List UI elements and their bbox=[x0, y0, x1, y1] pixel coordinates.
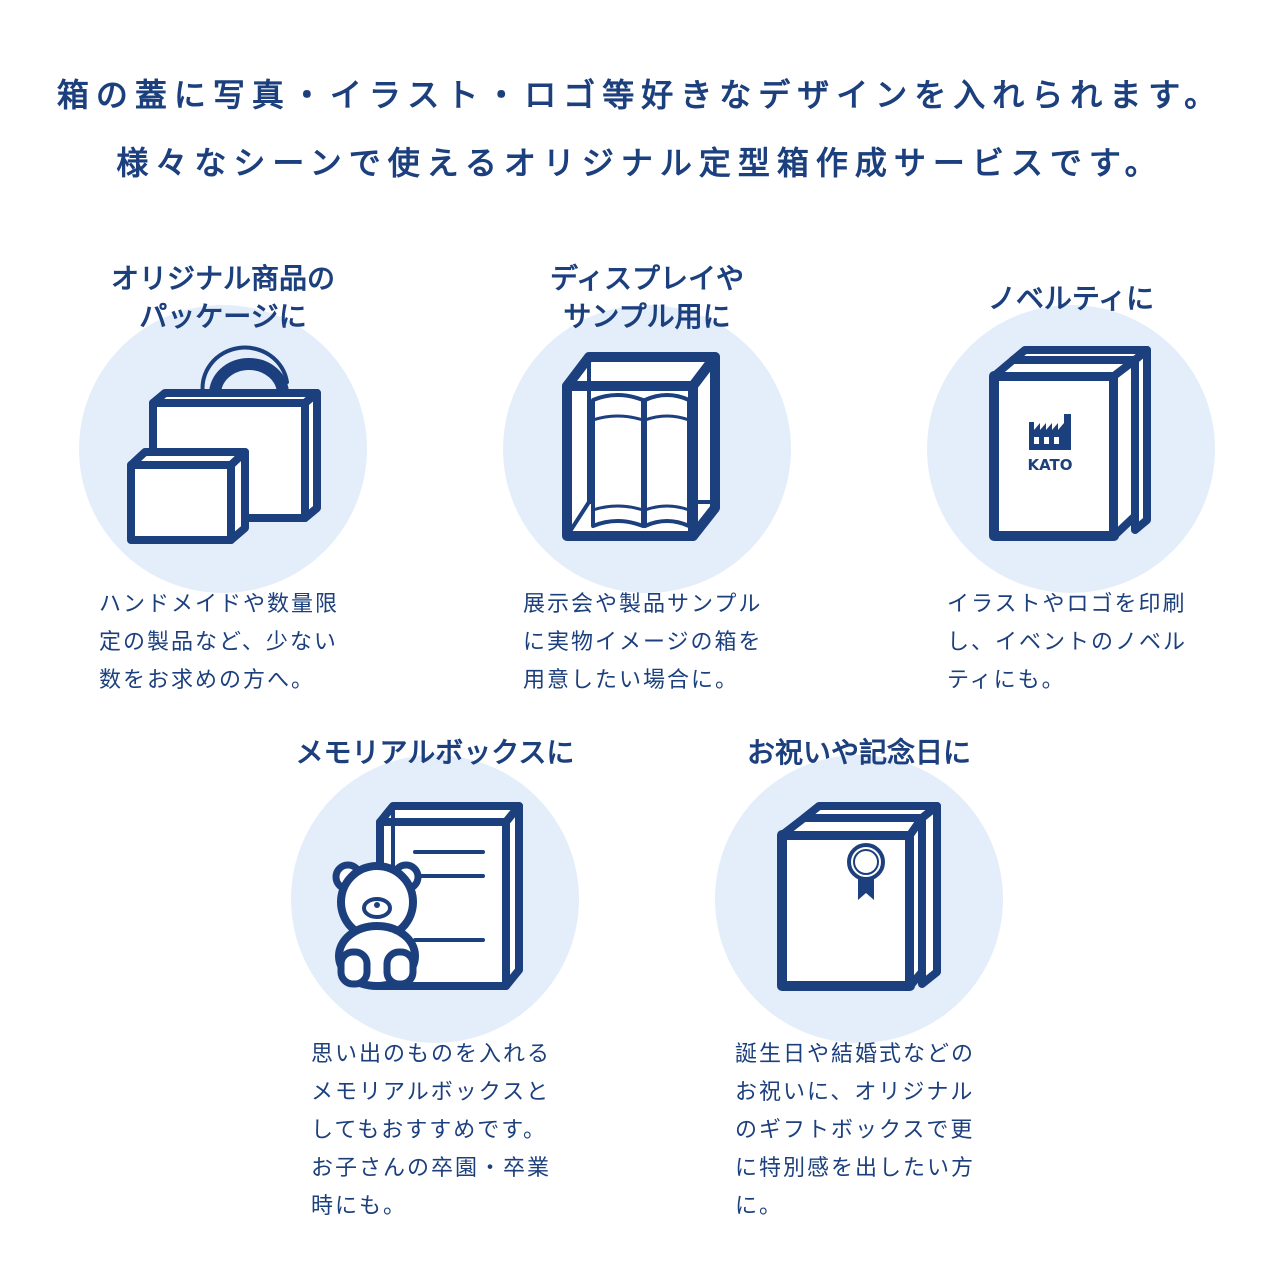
desc-line: お祝いに、オリジナル bbox=[735, 1080, 975, 1105]
desc-line: し、イベントのノベル bbox=[947, 630, 1188, 655]
shopping-bag-and-box-icon bbox=[127, 345, 321, 544]
feature-title: ディスプレイや サンプル用に bbox=[477, 260, 817, 336]
factory-logo-icon bbox=[1029, 414, 1071, 450]
title-line: オリジナル商品の bbox=[110, 262, 335, 295]
desc-line: 数をお求めの方へ。 bbox=[99, 668, 316, 693]
desc-line: メモリアルボックスと bbox=[311, 1080, 551, 1105]
feature-display-sample: ディスプレイや サンプル用に 展示会や製品サンプル に実物イメージの箱を 用意し… bbox=[497, 250, 797, 720]
desc-line: に特別感を出したい方 bbox=[735, 1156, 976, 1181]
display-box-with-books-icon bbox=[562, 352, 720, 541]
desc-line: 用意したい場合に。 bbox=[523, 668, 740, 693]
feature-title: メモリアルボックスに bbox=[265, 734, 605, 772]
desc-line: に実物イメージの箱を bbox=[523, 630, 763, 655]
desc-line: イラストやロゴを印刷 bbox=[947, 592, 1187, 617]
desc-line: 定の製品など、少ない bbox=[99, 630, 338, 655]
feature-title: オリジナル商品の パッケージに bbox=[53, 260, 393, 336]
heading-line-1: 箱の蓋に写真・イラスト・ロゴ等好きなデザインを入れられます。 bbox=[56, 76, 1224, 114]
ribbon-badge-icon bbox=[847, 843, 885, 900]
desc-line: に。 bbox=[735, 1194, 784, 1219]
feature-memorial-box: メモリアルボックスに 思い出のものを入れる メモリアルボックスと してもおすすめ… bbox=[285, 700, 585, 1219]
gift-box-with-ribbon-badge-icon bbox=[777, 802, 941, 991]
desc-line: 時にも。 bbox=[311, 1194, 408, 1219]
desc-line: のギフトボックスで更 bbox=[735, 1118, 975, 1143]
teddy-bear-and-box-icon bbox=[332, 802, 523, 990]
title-line: サンプル用に bbox=[563, 300, 731, 333]
feature-title: お祝いや記念日に bbox=[689, 734, 1029, 772]
feature-original-package: オリジナル商品の パッケージに ハンドメイドや数量限 定の製品など、少ない 数を… bbox=[73, 250, 373, 720]
heading-line-2: 様々なシーンで使えるオリジナル定型箱作成サービスです。 bbox=[116, 144, 1164, 182]
logo-printed-box-icon: KATO bbox=[989, 346, 1151, 541]
desc-line: 展示会や製品サンプル bbox=[523, 592, 763, 617]
desc-line: ティにも。 bbox=[947, 668, 1066, 693]
feature-description: 展示会や製品サンプル に実物イメージの箱を 用意したい場合に。 bbox=[523, 586, 793, 700]
feature-description: 思い出のものを入れる メモリアルボックスと してもおすすめです。 お子さんの卒園… bbox=[311, 1036, 581, 1226]
feature-celebration: お祝いや記念日に 誕生日や結婚式などの お祝いに、オリジナル のギフトボックスで… bbox=[709, 700, 1009, 1219]
feature-description: ハンドメイドや数量限 定の製品など、少ない 数をお求めの方へ。 bbox=[99, 586, 369, 700]
desc-line: 思い出のものを入れる bbox=[311, 1042, 552, 1067]
feature-description: イラストやロゴを印刷 し、イベントのノベル ティにも。 bbox=[947, 586, 1217, 700]
title-line: お祝いや記念日に bbox=[746, 736, 971, 769]
desc-line: してもおすすめです。 bbox=[311, 1118, 548, 1143]
desc-line: お子さんの卒園・卒業 bbox=[311, 1156, 552, 1181]
feature-description: 誕生日や結婚式などの お祝いに、オリジナル のギフトボックスで更 に特別感を出し… bbox=[735, 1036, 1005, 1226]
title-line: ノベルティに bbox=[987, 282, 1155, 315]
feature-title: ノベルティに bbox=[901, 280, 1241, 318]
title-line: メモリアルボックスに bbox=[295, 736, 575, 769]
desc-line: ハンドメイドや数量限 bbox=[99, 592, 340, 617]
logo-text: KATO bbox=[1027, 456, 1072, 474]
title-line: ディスプレイや bbox=[549, 262, 745, 295]
title-line: パッケージに bbox=[139, 300, 307, 333]
desc-line: 誕生日や結婚式などの bbox=[735, 1042, 976, 1067]
feature-novelty: KATO ノベルティに イラストやロゴを印刷 し、イベントのノベル ティにも。 bbox=[921, 250, 1221, 720]
